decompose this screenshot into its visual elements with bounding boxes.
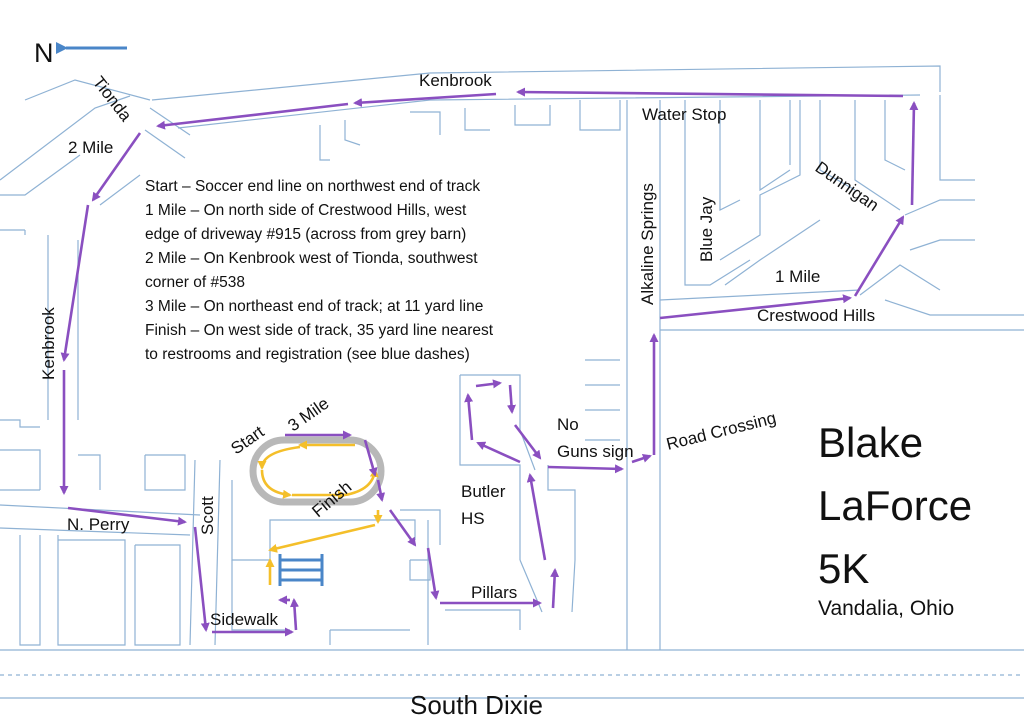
street-dunnigan: Dunnigan bbox=[812, 158, 883, 215]
title-line2: LaForce bbox=[818, 482, 972, 529]
street-tionda: Tionda bbox=[89, 73, 136, 126]
marker-three-mile: 3 Mile bbox=[284, 394, 332, 436]
marker-one-mile: 1 Mile bbox=[775, 267, 820, 286]
street-kenbrook-top: Kenbrook bbox=[419, 71, 492, 90]
street-blue-jay: Blue Jay bbox=[697, 196, 716, 262]
street-sidewalk: Sidewalk bbox=[210, 610, 279, 629]
label-butler-line2: HS bbox=[461, 509, 485, 528]
note-line: 3 Mile – On northeast end of track; at 1… bbox=[145, 298, 483, 315]
course-markers: 2 Mile 1 Mile 3 Mile Start Finish Water … bbox=[68, 105, 820, 528]
street-labels: Kenbrook Tionda Kenbrook N. Perry Scott … bbox=[39, 71, 882, 720]
course-notes: Start – Soccer end line on northwest end… bbox=[145, 178, 494, 363]
street-scott: Scott bbox=[198, 496, 217, 535]
note-line: 2 Mile – On Kenbrook west of Tionda, sou… bbox=[145, 250, 478, 267]
street-kenbrook-left: Kenbrook bbox=[39, 307, 58, 380]
track bbox=[249, 436, 385, 506]
marker-no-guns-line2: Guns sign bbox=[557, 442, 634, 461]
marker-water-stop: Water Stop bbox=[642, 105, 726, 124]
note-line: Start – Soccer end line on northwest end… bbox=[145, 178, 480, 195]
note-line: corner of #538 bbox=[145, 274, 245, 291]
race-title: Blake LaForce 5K Vandalia, Ohio bbox=[818, 419, 972, 620]
street-alkaline-springs: Alkaline Springs bbox=[638, 183, 657, 305]
note-line: to restrooms and registration (see blue … bbox=[145, 346, 470, 363]
street-crestwood-hills: Crestwood Hills bbox=[757, 306, 875, 325]
main-route bbox=[59, 87, 919, 637]
note-line: 1 Mile – On north side of Crestwood Hill… bbox=[145, 202, 467, 219]
street-south-dixie: South Dixie bbox=[410, 690, 543, 720]
title-location: Vandalia, Ohio bbox=[818, 597, 954, 620]
street-n-perry: N. Perry bbox=[67, 515, 130, 534]
label-butler-line1: Butler bbox=[461, 482, 506, 501]
north-arrow: N bbox=[34, 38, 127, 68]
note-line: Finish – On west side of track, 35 yard … bbox=[145, 322, 494, 339]
title-line3: 5K bbox=[818, 545, 869, 592]
finish-dashes bbox=[278, 554, 324, 586]
north-label: N bbox=[34, 38, 54, 68]
title-line1: Blake bbox=[818, 419, 923, 466]
note-line: edge of driveway #915 (across from grey … bbox=[145, 226, 466, 243]
marker-road-crossing: Road Crossing bbox=[664, 408, 778, 454]
street-pillars: Pillars bbox=[471, 583, 517, 602]
marker-two-mile: 2 Mile bbox=[68, 138, 113, 157]
marker-no-guns-line1: No bbox=[557, 415, 579, 434]
